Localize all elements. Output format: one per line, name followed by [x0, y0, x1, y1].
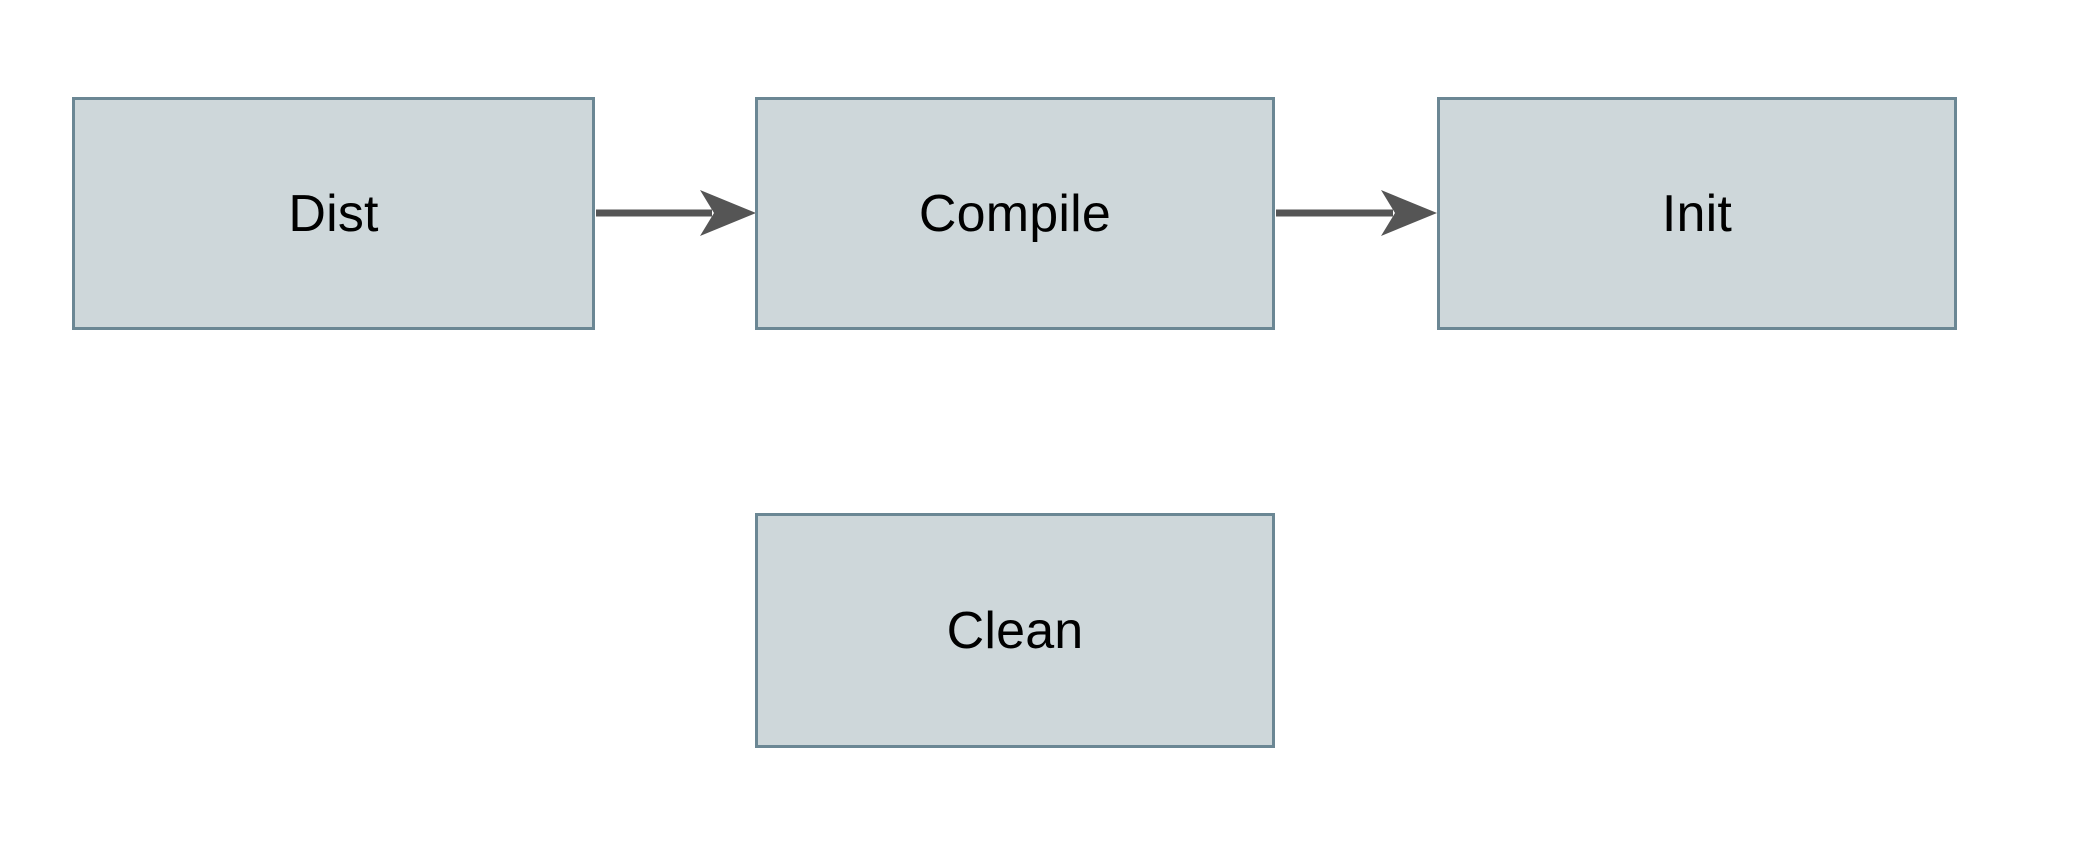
node-clean[interactable]: Clean: [755, 513, 1275, 748]
arrowhead-icon: [1381, 190, 1437, 236]
edge-dist-compile: [596, 190, 756, 236]
node-clean-label: Clean: [946, 601, 1084, 660]
node-init[interactable]: Init: [1437, 97, 1957, 330]
node-dist-label: Dist: [288, 184, 379, 243]
edge-compile-init: [1276, 190, 1437, 236]
node-compile[interactable]: Compile: [755, 97, 1275, 330]
arrowhead-icon: [700, 190, 756, 236]
node-compile-label: Compile: [918, 184, 1112, 243]
node-init-label: Init: [1661, 184, 1733, 243]
node-dist[interactable]: Dist: [72, 97, 595, 330]
